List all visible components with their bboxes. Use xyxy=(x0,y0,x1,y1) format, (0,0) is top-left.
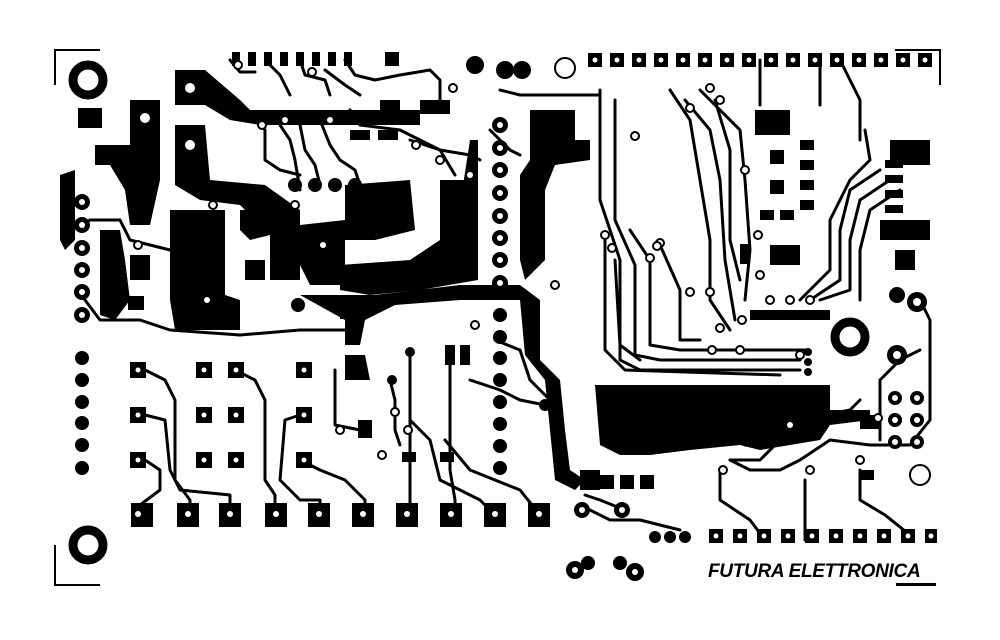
drill-holes xyxy=(79,57,934,575)
brand-label: FUTURA ELETTRONICA xyxy=(708,561,921,582)
registration-marks xyxy=(54,49,941,586)
brand-underline xyxy=(896,583,936,586)
mounting-holes xyxy=(68,57,931,565)
copper-pours xyxy=(60,70,930,490)
vias xyxy=(133,60,883,475)
